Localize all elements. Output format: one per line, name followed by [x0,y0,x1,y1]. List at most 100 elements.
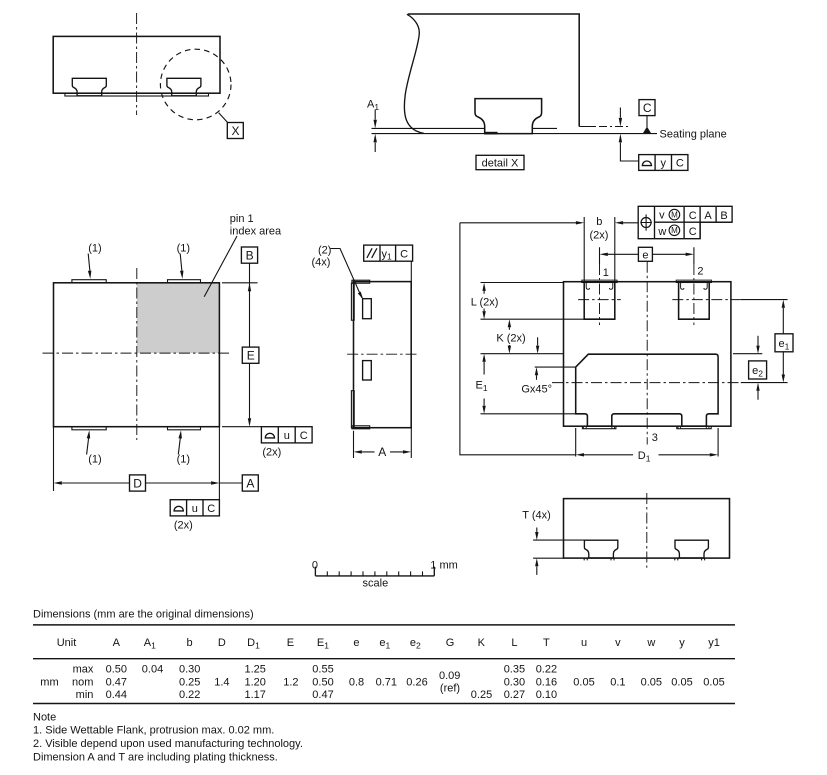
svg-text:1. Side Wettable Flank, protru: 1. Side Wettable Flank, protrusion max. … [33,725,274,737]
svg-text:u: u [284,430,290,442]
svg-text:(1): (1) [88,454,101,466]
svg-text:(ref): (ref) [440,683,460,695]
svg-text:M: M [671,226,678,235]
svg-text:1.17: 1.17 [244,689,265,701]
svg-text:scale: scale [363,578,389,590]
svg-text:y1: y1 [381,248,392,261]
svg-text:e1: e1 [379,637,390,651]
svg-text:A: A [704,210,712,222]
svg-text:A: A [246,476,254,490]
svg-text:0.09: 0.09 [439,670,460,682]
svg-text:C: C [300,430,308,442]
svg-text:0.10: 0.10 [536,689,557,701]
svg-text:0.50: 0.50 [106,663,127,675]
svg-text:1: 1 [603,267,609,279]
svg-text:G: G [446,637,455,649]
svg-text:0.47: 0.47 [312,689,333,701]
svg-text:0.05: 0.05 [703,676,724,688]
svg-text:E1: E1 [476,379,488,393]
svg-text:y: y [679,637,685,649]
svg-text:(2x): (2x) [262,446,281,458]
svg-text:v: v [659,210,665,222]
svg-text:2. Visible depend upon used ma: 2. Visible depend upon used manufacturin… [33,738,303,750]
svg-text:u: u [192,503,198,515]
svg-text:Gx45°: Gx45° [521,384,552,396]
svg-text:1.20: 1.20 [244,676,265,688]
svg-text:detail X: detail X [482,157,519,169]
svg-text:index area: index area [230,225,282,237]
svg-text:0.55: 0.55 [312,663,333,675]
svg-text:D: D [218,637,226,649]
svg-text:Dimension A and T are includin: Dimension A and T are including plating … [33,751,278,763]
svg-text:C: C [207,503,215,515]
svg-text:1.4: 1.4 [214,676,229,688]
svg-text:B: B [720,210,727,222]
svg-text:(2x): (2x) [590,230,609,242]
svg-text:0.22: 0.22 [179,689,200,701]
svg-text:K (2x): K (2x) [496,333,525,345]
svg-text:u: u [581,637,587,649]
svg-text:0.05: 0.05 [573,676,594,688]
svg-text:0.27: 0.27 [504,689,525,701]
svg-text:0.16: 0.16 [536,676,557,688]
svg-text:C: C [689,210,697,222]
svg-text:2: 2 [697,265,703,277]
svg-text:(1): (1) [177,454,190,466]
svg-text:max: max [73,663,94,675]
svg-text:(1): (1) [88,243,101,255]
svg-text:C: C [643,101,652,115]
svg-text:E1: E1 [317,637,329,651]
svg-text:y1: y1 [708,637,720,649]
svg-text:C: C [676,158,684,170]
svg-text:1.25: 1.25 [244,663,265,675]
svg-text:min: min [76,689,94,701]
svg-text:0.35: 0.35 [504,663,525,675]
svg-text:Unit: Unit [57,637,77,649]
svg-text:D: D [133,476,142,490]
svg-text:e: e [353,637,359,649]
svg-text:A: A [378,445,386,459]
svg-text:Dimensions (mm are the origina: Dimensions (mm are the original dimensio… [33,609,254,621]
svg-text:e: e [642,249,648,261]
svg-text:Note: Note [33,712,56,724]
svg-text:0: 0 [312,560,318,572]
svg-text:0.05: 0.05 [641,676,662,688]
svg-text:w: w [657,226,666,238]
svg-text:D1: D1 [247,637,260,651]
svg-text:y: y [661,158,667,170]
svg-text:0.44: 0.44 [106,689,127,701]
svg-text:M: M [671,211,678,220]
svg-text:0.30: 0.30 [179,663,200,675]
svg-text:v: v [615,637,621,649]
svg-text:(1): (1) [177,243,190,255]
svg-text:pin 1: pin 1 [230,213,254,225]
svg-text:Seating plane: Seating plane [660,129,727,141]
svg-text:e2: e2 [410,637,421,651]
svg-text:0.04: 0.04 [142,663,163,675]
svg-text:C: C [400,248,408,260]
svg-text:nom: nom [72,676,93,688]
svg-text:(2): (2) [318,244,331,256]
svg-text:0.47: 0.47 [106,676,127,688]
svg-text:L (2x): L (2x) [471,297,499,309]
svg-text:e1: e1 [779,338,790,352]
svg-text:0.30: 0.30 [504,676,525,688]
svg-text:X: X [231,124,239,138]
svg-text:E: E [247,349,255,363]
svg-text:0.1: 0.1 [610,676,625,688]
svg-text:K: K [478,637,486,649]
svg-text:T (4x): T (4x) [522,510,551,522]
svg-text:e2: e2 [752,365,763,379]
svg-text:0.71: 0.71 [376,676,397,688]
svg-text:1.2: 1.2 [283,676,298,688]
svg-text:1 mm: 1 mm [430,560,458,572]
svg-text:E: E [287,637,294,649]
svg-text:3: 3 [652,432,658,444]
svg-text:A: A [113,637,121,649]
svg-text:L: L [511,637,517,649]
svg-text:mm: mm [40,676,58,688]
svg-text:D1: D1 [638,450,651,464]
svg-text:0.8: 0.8 [349,676,364,688]
svg-text:T: T [543,637,550,649]
svg-text:A1: A1 [367,99,379,113]
